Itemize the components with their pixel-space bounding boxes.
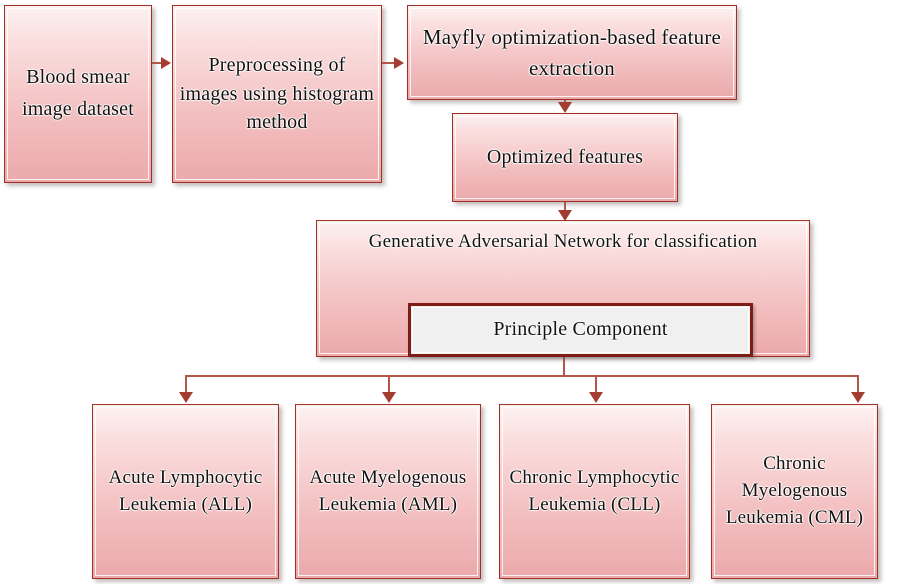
node-preprocessing-histogram[interactable]: Preprocessing of images using histogram … [172, 5, 382, 183]
node-label: Chronic Myelogenous Leukemia (CML) [725, 453, 864, 528]
node-outcome-aml[interactable]: Acute Myelogenous Leukemia (AML) [295, 404, 481, 579]
edge-dataset-to-preprocess-arrowhead [161, 57, 171, 69]
edge-gan-to-aml-arrowhead [382, 392, 396, 403]
edge-optimized-to-gan-line [564, 202, 566, 212]
node-outcome-cll[interactable]: Chronic Lymphocytic Leukemia (CLL) [499, 404, 690, 579]
node-label: Optimized features [486, 145, 644, 168]
node-label: Acute Lymphocytic Leukemia (ALL) [108, 466, 263, 515]
node-mayfly-feature-extraction[interactable]: Mayfly optimization-based feature extrac… [407, 5, 737, 100]
edge-preprocess-to-mayfly-line [382, 62, 398, 64]
node-label: Acute Myelogenous Leukemia (AML) [309, 466, 467, 515]
node-gan-classification[interactable]: Generative Adversarial Network for class… [316, 220, 810, 357]
node-label: Blood smear image dataset [22, 66, 134, 120]
edge-gan-to-cll-arrowhead [589, 392, 603, 403]
node-label: Mayfly optimization-based feature extrac… [422, 25, 722, 80]
node-outcome-cml[interactable]: Chronic Myelogenous Leukemia (CML) [711, 404, 878, 579]
edge-gan-to-all-line [185, 375, 187, 395]
edge-optimized-to-gan-arrowhead [558, 210, 572, 221]
edge-dataset-to-preprocess-line [152, 62, 166, 64]
edge-gan-to-cll-line [595, 375, 597, 395]
edge-gan-bus-stem [563, 357, 565, 377]
edge-gan-bus-horizontal [185, 375, 859, 377]
node-label: Principle Component [493, 318, 668, 341]
edge-preprocess-to-mayfly-arrowhead [394, 57, 404, 69]
edge-gan-to-aml-line [388, 375, 390, 395]
node-principle-component[interactable]: Principle Component [408, 303, 753, 357]
node-label: Generative Adversarial Network for class… [368, 231, 758, 252]
node-outcome-all[interactable]: Acute Lymphocytic Leukemia (ALL) [92, 404, 279, 579]
edge-mayfly-to-optimized-arrowhead [558, 102, 572, 113]
node-label: Preprocessing of images using histogram … [179, 53, 375, 134]
node-optimized-features[interactable]: Optimized features [452, 113, 678, 202]
edge-gan-to-cml-arrowhead [851, 392, 865, 403]
node-blood-smear-image-dataset[interactable]: Blood smear image dataset [4, 5, 152, 183]
edge-gan-to-cml-line [857, 375, 859, 395]
edge-gan-to-all-arrowhead [179, 392, 193, 403]
node-label: Chronic Lymphocytic Leukemia (CLL) [509, 466, 680, 515]
